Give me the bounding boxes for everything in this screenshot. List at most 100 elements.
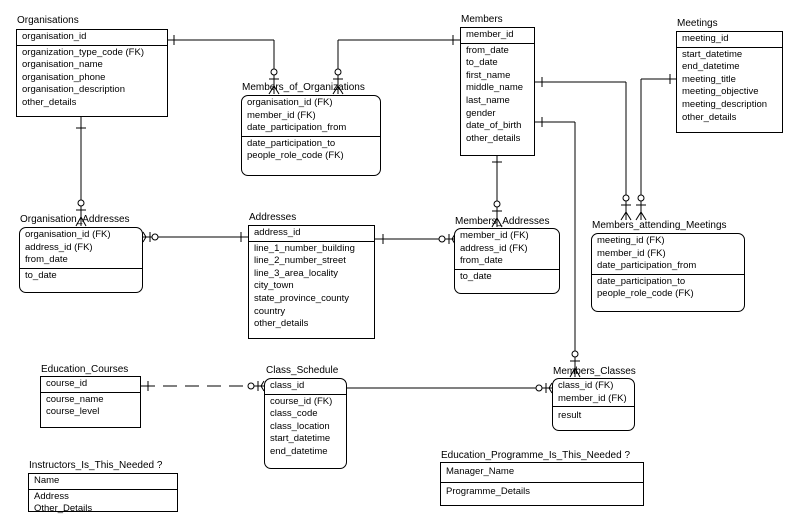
attribute: line_1_number_building	[254, 242, 355, 254]
rel-members-members-classes	[535, 117, 581, 378]
members-title: Members	[461, 14, 503, 25]
rel-members-members-attending-meetings	[535, 77, 632, 221]
attribute: other_details	[682, 111, 737, 123]
attribute: other_details	[22, 96, 77, 108]
attribute: middle_name	[466, 82, 524, 94]
organisations-title: Organisations	[17, 15, 79, 26]
attribute: date_participation_to	[247, 137, 336, 149]
entity-instructors[interactable]: Name Address Other_Details	[28, 473, 178, 514]
attribute: first_name	[466, 69, 511, 81]
attribute: date_participation_from	[247, 122, 347, 134]
attribute: city_town	[254, 280, 294, 292]
addresses-title: Addresses	[249, 212, 297, 223]
attribute: end_datetime	[682, 61, 740, 73]
attribute: Name	[34, 475, 60, 486]
attribute: meeting_id	[682, 33, 729, 44]
attribute: date_of_birth	[466, 120, 522, 132]
members-classes-title: Members_Classes	[553, 366, 636, 377]
attribute: course_level	[46, 406, 100, 418]
attribute: address_id	[254, 227, 301, 238]
attribute: meeting_title	[682, 73, 736, 85]
entity-education-programme[interactable]: Manager_Name Programme_Details	[440, 462, 644, 506]
attribute: start_datetime	[682, 48, 743, 60]
attribute: from_date	[466, 44, 509, 56]
attribute: course_name	[46, 393, 104, 405]
entity-organisation-addresses[interactable]: organisation_id (FK) address_id (FK) fro…	[19, 227, 143, 293]
attribute: address_id (FK)	[460, 242, 528, 254]
attribute: to_date	[466, 57, 498, 69]
rel-meetings-members-attending-meetings	[635, 74, 677, 221]
attribute: class_location	[270, 420, 330, 432]
attribute: Programme_Details	[446, 485, 530, 497]
attribute: other_details	[254, 318, 309, 330]
rel-class-schedule-members-classes	[347, 382, 553, 394]
attribute: organisation_id	[22, 31, 87, 42]
attribute: line_2_number_street	[254, 255, 346, 267]
attribute: organisation_name	[22, 59, 103, 71]
attribute: member_id	[466, 29, 514, 40]
attribute: state_province_county	[254, 292, 350, 304]
attribute: end_datetime	[270, 445, 328, 457]
attribute: gender	[466, 107, 496, 119]
attribute: organisation_id (FK)	[25, 229, 111, 240]
attribute: Other_Details	[34, 503, 93, 515]
entity-members[interactable]: member_id from_date to_date first_name m…	[460, 27, 535, 156]
members-of-organizations-title: Members_of_Organizations	[242, 82, 365, 93]
entity-organisations[interactable]: organisation_id organization_type_code (…	[16, 29, 168, 117]
attribute: from_date	[460, 255, 503, 267]
attribute: organisation_id (FK)	[247, 97, 333, 108]
attribute: meeting_objective	[682, 86, 759, 98]
class-schedule-title: Class_Schedule	[266, 365, 339, 376]
entity-members-addresses[interactable]: member_id (FK) address_id (FK) from_date…	[454, 228, 560, 294]
entity-members-attending-meetings[interactable]: meeting_id (FK) member_id (FK) date_part…	[591, 233, 745, 312]
attribute: last_name	[466, 94, 510, 106]
attribute: course_id (FK)	[270, 395, 333, 407]
attribute: people_role_code (FK)	[597, 288, 694, 300]
attribute: from_date	[25, 254, 68, 266]
attribute: people_role_code (FK)	[247, 150, 344, 162]
entity-members-of-organizations[interactable]: organisation_id (FK) member_id (FK) date…	[241, 95, 381, 176]
meetings-title: Meetings	[677, 18, 718, 29]
attribute: to_date	[25, 269, 57, 281]
members-attending-meetings-title: Members_attending_Meetings	[592, 220, 727, 231]
attribute: class_id	[270, 380, 305, 391]
attribute: date_participation_from	[597, 260, 697, 272]
attribute: member_id (FK)	[460, 230, 529, 241]
attribute: member_id (FK)	[247, 109, 316, 121]
attribute: organisation_phone	[22, 71, 106, 83]
attribute: course_id	[46, 378, 88, 389]
attribute: meeting_description	[682, 98, 768, 110]
entity-members-classes[interactable]: class_id (FK) member_id (FK) result	[552, 378, 635, 431]
attribute: other_details	[466, 132, 521, 144]
attribute: Address	[34, 490, 69, 502]
entity-meetings[interactable]: meeting_id start_datetime end_datetime m…	[676, 31, 783, 133]
attribute: member_id (FK)	[558, 392, 627, 404]
rel-education-courses-class-schedule	[141, 380, 265, 392]
education-programme-title: Education_Programme_Is_This_Needed ?	[441, 450, 630, 461]
attribute: organization_type_code (FK)	[22, 46, 144, 58]
attribute: member_id (FK)	[597, 247, 666, 259]
attribute: address_id (FK)	[25, 241, 93, 253]
rel-members-members-of-organizations	[332, 35, 460, 95]
attribute: to_date	[460, 270, 492, 282]
rel-members-members-addresses	[491, 156, 503, 228]
entity-addresses[interactable]: address_id line_1_number_building line_2…	[248, 225, 375, 339]
rel-addresses-members-addresses	[375, 233, 456, 245]
attribute: class_code	[270, 408, 318, 420]
members-addresses-title: Members_Addresses	[455, 216, 550, 227]
attribute: class_id (FK)	[558, 380, 614, 391]
entity-class-schedule[interactable]: class_id course_id (FK) class_code class…	[264, 378, 347, 469]
instructors-title: Instructors_Is_This_Needed ?	[29, 460, 163, 471]
attribute: date_participation_to	[597, 275, 686, 287]
attribute: meeting_id (FK)	[597, 235, 665, 246]
attribute: line_3_area_locality	[254, 267, 338, 279]
attribute: country	[254, 305, 286, 317]
attribute: start_datetime	[270, 433, 331, 445]
entity-education-courses[interactable]: course_id course_name course_level	[40, 376, 141, 428]
rel-addresses-organisation-addresses	[142, 231, 248, 243]
attribute: organisation_description	[22, 84, 125, 96]
attribute: result	[558, 410, 582, 422]
rel-organisations-organisation-addresses	[75, 116, 87, 227]
